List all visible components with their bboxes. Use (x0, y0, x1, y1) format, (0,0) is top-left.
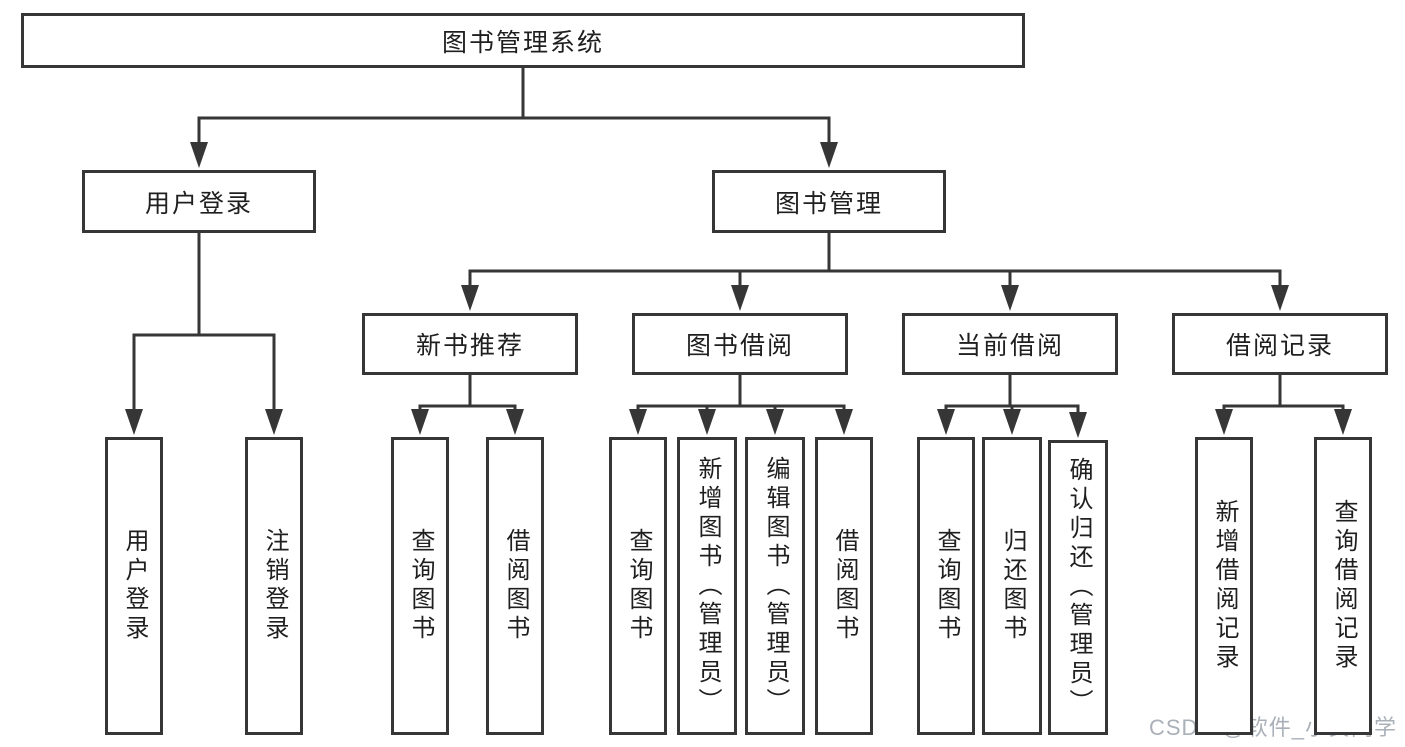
node-bor1: 查询图书 (609, 437, 667, 735)
node-mgmt: 图书管理 (712, 170, 946, 233)
node-bor4: 借阅图书 (815, 437, 873, 735)
node-label: 新增图书（管理员） (694, 455, 721, 717)
node-rec1: 新增借阅记录 (1195, 437, 1253, 735)
node-new1: 查询图书 (391, 437, 449, 735)
node-root: 图书管理系统 (21, 13, 1025, 68)
node-bor2: 新增图书（管理员） (677, 437, 737, 735)
node-new2: 借阅图书 (486, 437, 544, 735)
node-current: 当前借阅 (902, 313, 1118, 375)
node-label: 新增借阅记录 (1211, 499, 1238, 673)
node-cur2: 归还图书 (982, 437, 1042, 735)
node-label: 确认归还（管理员） (1065, 457, 1092, 718)
node-records: 借阅记录 (1172, 313, 1388, 375)
node-label: 用户登录 (144, 189, 253, 218)
node-label: 查询图书 (933, 528, 960, 644)
node-login2: 注销登录 (245, 437, 303, 735)
node-bor3: 编辑图书（管理员） (745, 437, 805, 735)
node-label: 查询借阅记录 (1330, 499, 1357, 673)
node-borrow: 图书借阅 (632, 313, 848, 375)
node-label: 图书管理 (774, 189, 883, 218)
node-label: 借阅图书 (502, 528, 529, 644)
node-login1: 用户登录 (105, 437, 163, 735)
node-rec2: 查询借阅记录 (1314, 437, 1372, 735)
node-label: 图书管理系统 (441, 28, 604, 57)
node-label: 借阅记录 (1225, 332, 1334, 360)
node-label: 用户登录 (121, 528, 148, 644)
node-label: 编辑图书（管理员） (762, 455, 789, 717)
node-label: 当前借阅 (955, 332, 1064, 360)
node-cur1: 查询图书 (917, 437, 975, 735)
node-label: 图书借阅 (685, 332, 794, 360)
node-cur3: 确认归还（管理员） (1048, 440, 1108, 735)
node-label: 借阅图书 (831, 528, 858, 644)
node-login: 用户登录 (82, 170, 316, 233)
node-label: 查询图书 (625, 528, 652, 644)
node-new: 新书推荐 (362, 313, 578, 375)
node-label: 新书推荐 (415, 332, 524, 360)
node-label: 归还图书 (999, 528, 1026, 644)
node-label: 查询图书 (407, 528, 434, 644)
node-label: 注销登录 (261, 528, 288, 644)
